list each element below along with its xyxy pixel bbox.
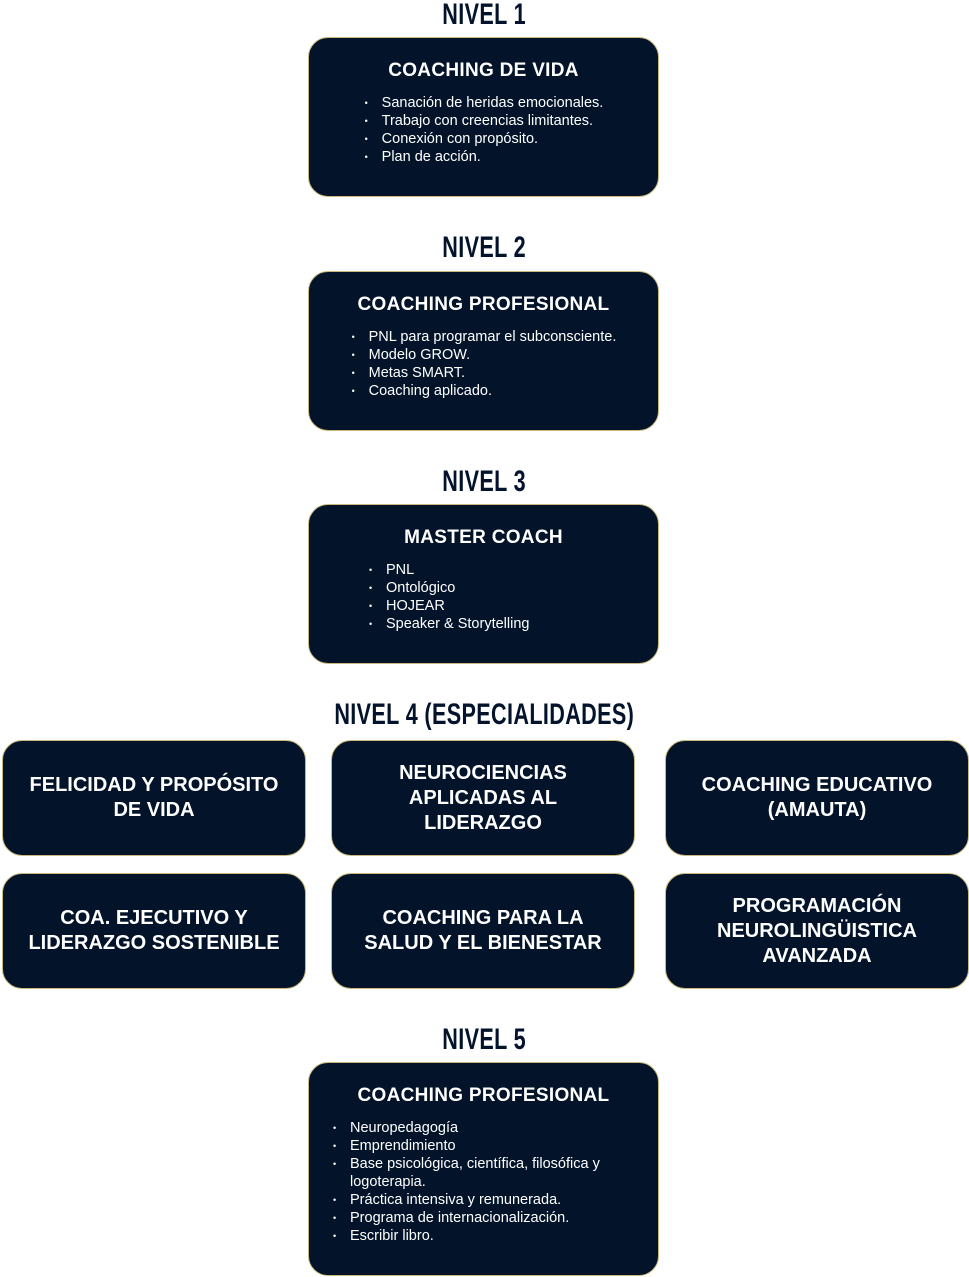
card-list: PNL para programar el subconsciente. Mod…	[351, 328, 617, 400]
card-list: PNL Ontológico HOJEAR Speaker & Storytel…	[368, 561, 551, 633]
list-item: Metas SMART.	[352, 364, 617, 382]
specialty-card: NEUROCIENCIAS APLICADAS AL LIDERAZGO	[331, 740, 635, 856]
level-3-heading: NIVEL 3	[442, 465, 527, 498]
list-item: Coaching aplicado.	[352, 382, 617, 400]
level-2-heading: NIVEL 2	[442, 231, 527, 264]
card-list: Neuropedagogía Emprendimiento Base psico…	[332, 1119, 635, 1245]
list-item: Base psicológica, científica, filosófica…	[333, 1155, 635, 1191]
card-title: COACHING DE VIDA	[388, 60, 579, 81]
list-item: Programa de internacionalización.	[333, 1209, 635, 1227]
list-item: Ontológico	[369, 579, 551, 597]
list-item: PNL	[369, 561, 551, 579]
level-5-heading: NIVEL 5	[442, 1023, 527, 1056]
level-4-heading: NIVEL 4 (ESPECIALIDADES)	[334, 698, 635, 731]
specialty-card: COACHING PARA LA SALUD Y EL BIENESTAR	[331, 873, 635, 989]
list-item: Conexión con propósito.	[365, 130, 604, 148]
level-3-card: MASTER COACH PNL Ontológico HOJEAR Speak…	[308, 504, 659, 664]
card-list: Sanación de heridas emocionales. Trabajo…	[364, 94, 604, 166]
list-item: Modelo GROW.	[352, 346, 617, 364]
list-item: Speaker & Storytelling	[369, 615, 551, 633]
level-1-heading: NIVEL 1	[442, 0, 527, 31]
specialty-card: COA. EJECUTIVO Y LIDERAZGO SOSTENIBLE	[2, 873, 306, 989]
list-item: HOJEAR	[369, 597, 551, 615]
list-item: Emprendimiento	[333, 1137, 635, 1155]
specialty-card: PROGRAMACIÓN NEUROLINGÜISTICA AVANZADA	[665, 873, 969, 989]
list-item: Escribir libro.	[333, 1227, 635, 1245]
list-item: Plan de acción.	[365, 148, 604, 166]
list-item: Sanación de heridas emocionales.	[365, 94, 604, 112]
level-1-card: COACHING DE VIDA Sanación de heridas emo…	[308, 37, 659, 197]
level-5-card: COACHING PROFESIONAL Neuropedagogía Empr…	[308, 1062, 659, 1276]
list-item: Trabajo con creencias limitantes.	[365, 112, 604, 130]
specialty-card: COACHING EDUCATIVO (AMAUTA)	[665, 740, 969, 856]
level-2-card: COACHING PROFESIONAL PNL para programar …	[308, 271, 659, 431]
card-title: COACHING PROFESIONAL	[357, 294, 610, 315]
list-item: Práctica intensiva y remunerada.	[333, 1191, 635, 1209]
card-title: COACHING PROFESIONAL	[357, 1085, 610, 1106]
list-item: Neuropedagogía	[333, 1119, 635, 1137]
list-item: PNL para programar el subconsciente.	[352, 328, 617, 346]
specialty-card: FELICIDAD Y PROPÓSITO DE VIDA	[2, 740, 306, 856]
card-title: MASTER COACH	[404, 527, 563, 548]
